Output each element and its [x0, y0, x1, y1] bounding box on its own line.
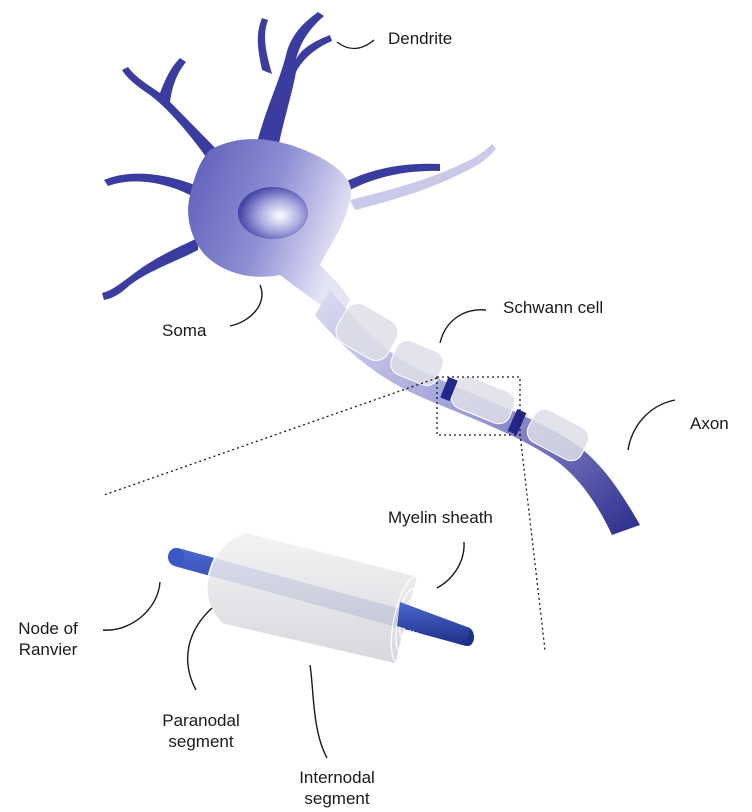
label-node-of-ranvier: Node of Ranvier [8, 618, 88, 660]
schwann-cells [331, 298, 593, 465]
rod-visible-tip [397, 602, 470, 646]
nucleus [238, 187, 308, 239]
leader-myelin [437, 542, 464, 588]
label-paranodal-line2: segment [146, 731, 256, 752]
label-myelin-sheath: Myelin sheath [388, 507, 493, 528]
leader-dendrite [337, 40, 374, 49]
label-soma: Soma [162, 320, 206, 341]
label-node-line1: Node of [8, 618, 88, 639]
leader-schwann [440, 310, 486, 343]
leader-node [103, 582, 160, 630]
label-node-line2: Ranvier [8, 639, 88, 660]
zoom-line-right [520, 434, 545, 650]
dendrite-left-lower [102, 238, 198, 300]
dendrite-top [255, 12, 332, 158]
leader-soma [230, 285, 262, 326]
leader-paranodal [188, 608, 212, 690]
label-internodal-line2: segment [282, 788, 392, 809]
label-dendrite: Dendrite [388, 28, 452, 49]
rod-end-left [168, 548, 184, 566]
label-internodal-line1: Internodal [282, 767, 392, 788]
label-axon: Axon [690, 413, 729, 434]
leader-axon [628, 400, 675, 450]
label-paranodal-line1: Paranodal [146, 710, 256, 731]
zoom-line-left [104, 378, 437, 495]
dendrite-top-left [258, 18, 272, 74]
leader-internodal [310, 665, 327, 758]
label-schwann-cell: Schwann cell [503, 297, 603, 318]
label-paranodal-segment: Paranodal segment [146, 710, 256, 752]
dendrite-left [104, 174, 195, 195]
magnified-segment [168, 532, 474, 666]
label-internodal-segment: Internodal segment [282, 767, 392, 809]
myelin-sheath-body [207, 532, 418, 664]
